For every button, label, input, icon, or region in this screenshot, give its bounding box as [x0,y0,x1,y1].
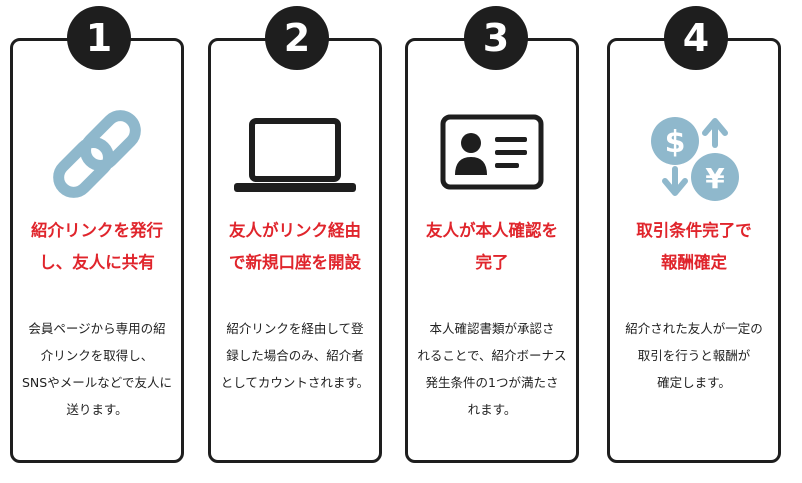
step-card-3: 友人が本人確認を 完了 本人確認書類が承認さ れることで、紹介ボーナス 発生条件… [405,38,579,463]
step-description: 本人確認書類が承認さ れることで、紹介ボーナス 発生条件の1つが満たさ れます。 [417,321,567,417]
svg-text:$: $ [665,125,686,160]
svg-text:¥: ¥ [705,162,725,195]
link-chain-icon [13,99,181,209]
step-title: 紹介リンクを発行 し、友人に共有 [31,221,163,272]
step-card-2: 友人がリンク経由 で新規口座を開設 紹介リンクを経由して登 録した場合のみ、紹介… [208,38,382,463]
step-title: 友人がリンク経由 で新規口座を開設 [229,221,361,272]
laptop-icon [211,99,379,209]
currency-exchange-icon: $ ¥ [610,99,778,209]
step-title: 取引条件完了で 報酬確定 [636,221,752,272]
step-number-badge: 3 [464,6,528,70]
step-description: 会員ページから専用の紹 介リンクを取得し、 SNSやメールなどで友人に 送ります… [22,321,172,417]
step-card-4: $ ¥ 取引条件完了で 報酬確定 紹介された友人が一定の 取引を行うと報酬が 確… [607,38,781,463]
id-card-icon [408,99,576,209]
step-title: 友人が本人確認を 完了 [426,221,558,272]
step-number-badge: 2 [265,6,329,70]
step-card-1: 紹介リンクを発行 し、友人に共有 会員ページから専用の紹 介リンクを取得し、 S… [10,38,184,463]
step-number-badge: 4 [664,6,728,70]
step-description: 紹介された友人が一定の 取引を行うと報酬が 確定します。 [625,321,763,390]
step-number-badge: 1 [67,6,131,70]
step-description: 紹介リンクを経由して登 録した場合のみ、紹介者 としてカウントされます。 [220,321,370,390]
